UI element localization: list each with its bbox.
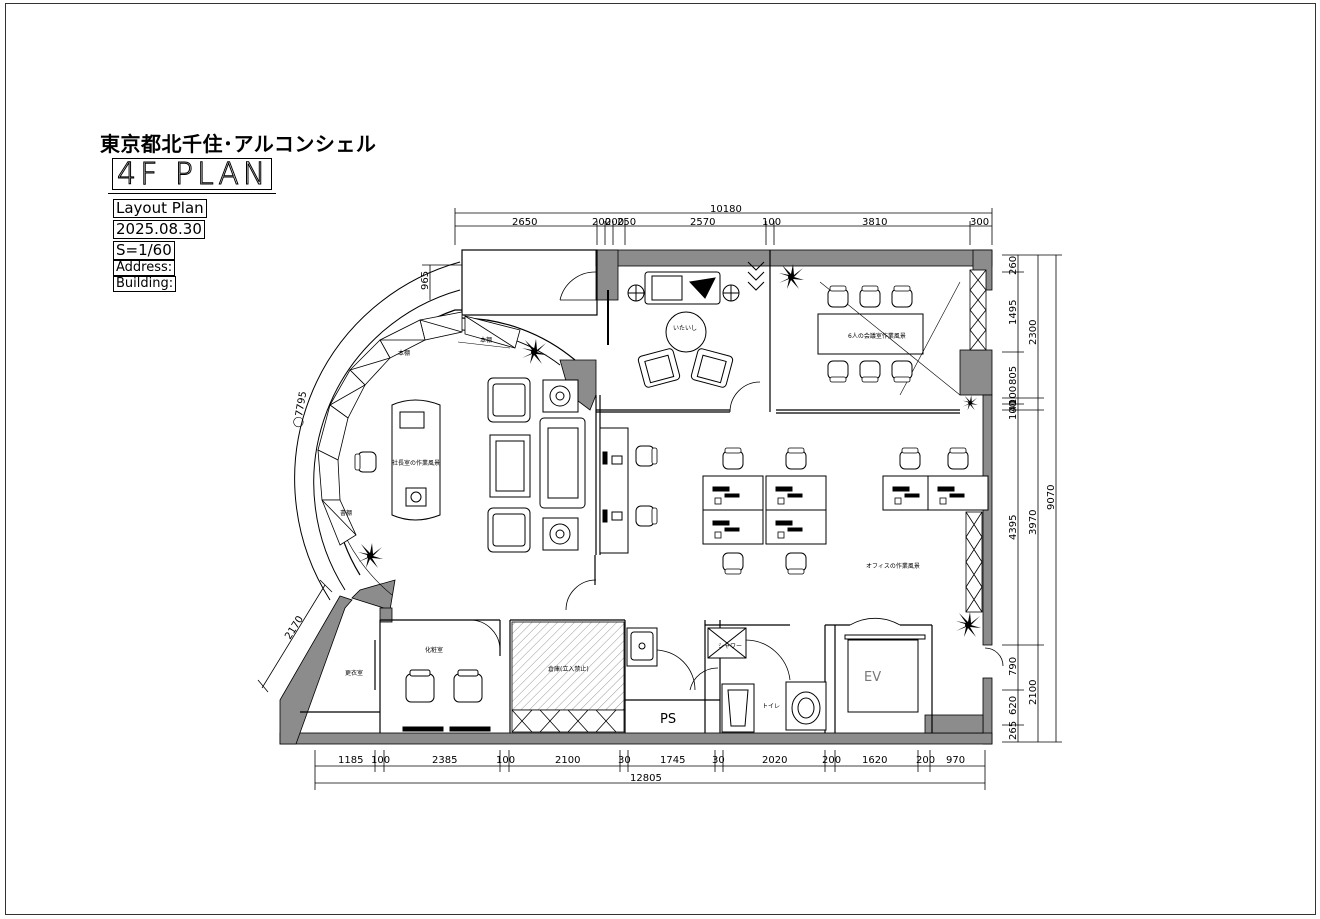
- date-label: 2025.08.30: [113, 220, 205, 239]
- ev-label: EV: [864, 670, 881, 685]
- dim-right-8: 790: [1008, 657, 1019, 676]
- president-room-label: 社長室の作業風景: [392, 459, 440, 467]
- plan-label: 4F PLAN: [116, 157, 270, 193]
- dim-bottom-12: 200: [916, 755, 935, 766]
- layout-plan-label: Layout Plan: [113, 199, 207, 218]
- dim-bottom-11: 1620: [862, 755, 887, 766]
- plan-label-box: 4F PLAN: [112, 157, 272, 193]
- scale-label: S=1/60: [113, 241, 175, 260]
- reception-label: いたいし: [673, 325, 697, 332]
- dim-right-2: 1495: [1008, 300, 1019, 325]
- dim-top-1: 2650: [512, 217, 537, 228]
- entrance-door: [559, 271, 761, 413]
- dimension-texts: 10180 2650 200 200 250 2570 100 3810 300…: [283, 204, 1057, 784]
- shower-label: シャワー: [718, 643, 742, 650]
- dim-left-2170: 2170: [283, 614, 306, 641]
- dim-top-2: 200: [592, 217, 611, 228]
- dim-top-8: 300: [970, 217, 989, 228]
- dim-radius: ◯7795: [292, 391, 309, 429]
- dim-right-10: 265: [1008, 721, 1019, 740]
- cabinet-label: 書棚: [340, 509, 352, 517]
- bookshelf-label-2: 本棚: [480, 336, 492, 344]
- storage-label: 倉庫(立入禁止): [548, 665, 589, 673]
- reception-furniture: [607, 261, 765, 388]
- dim-bottom-6: 30: [618, 755, 631, 766]
- office-cabinet: [965, 511, 983, 613]
- office-label: オフィスの作業風景: [866, 562, 920, 570]
- drawing-title: 東京都北千住･アルコンシェル: [100, 132, 377, 156]
- dim-top-total: 10180: [710, 204, 742, 215]
- makeup-room-label: 化粧室: [425, 646, 443, 654]
- dim-bottom-8: 30: [712, 755, 725, 766]
- dim-right-mid-3: 2100: [1028, 680, 1039, 705]
- dim-bottom-5: 2100: [555, 755, 580, 766]
- walls: [279, 249, 993, 745]
- dim-right-9: 620: [1008, 696, 1019, 715]
- dim-top-3: 200: [605, 217, 624, 228]
- dim-bottom-1: 1185: [338, 755, 363, 766]
- toilet: [785, 681, 827, 731]
- bookshelf-label-1: 本棚: [398, 349, 410, 357]
- dim-right-1: 260: [1008, 256, 1019, 275]
- elevator: [844, 634, 926, 713]
- dim-right-7: 4395: [1008, 515, 1019, 540]
- president-desk: [354, 399, 441, 521]
- dim-left-965: 965: [420, 271, 431, 290]
- dim-top-7: 3810: [862, 217, 887, 228]
- dim-right-5: 40: [1008, 399, 1019, 412]
- door-swings: [469, 579, 1004, 691]
- dimension-lines: [257, 208, 1062, 790]
- dim-right-mid-1: 2300: [1028, 320, 1039, 345]
- shower: [707, 627, 747, 659]
- bookshelf-dim: [457, 341, 511, 349]
- meeting-cabinet: [969, 269, 987, 351]
- storage-room: [511, 621, 625, 711]
- sink: [626, 627, 658, 667]
- office-desks: [599, 427, 989, 575]
- dim-bottom-9: 2020: [762, 755, 787, 766]
- dim-right-mid-2: 3970: [1028, 510, 1039, 535]
- makeup-room-chairs: [402, 669, 491, 732]
- dim-bottom-3: 2385: [432, 755, 457, 766]
- dim-bottom-4: 100: [496, 755, 515, 766]
- dim-bottom-13: 970: [946, 755, 965, 766]
- dim-right-6: 100: [1008, 401, 1019, 420]
- meeting-room-label: 6人の会議室作業風景: [848, 332, 906, 340]
- dim-top-5: 2570: [690, 217, 715, 228]
- wc-label: トイレ: [762, 703, 780, 710]
- arc-bookshelves: [317, 311, 521, 546]
- dim-right-total: 9070: [1046, 485, 1057, 510]
- washbasin: [721, 683, 755, 733]
- dim-top-4: 250: [617, 217, 636, 228]
- building-label: Building:: [113, 276, 177, 292]
- drawing-sheet: [5, 3, 1316, 915]
- lounge-sofas: [487, 377, 586, 553]
- changing-room-label: 更衣室: [345, 669, 363, 677]
- ps-label: PS: [660, 712, 676, 727]
- title-underline: [108, 193, 276, 194]
- dim-right-4: 100: [1008, 386, 1019, 405]
- address-label: Address:: [113, 260, 176, 276]
- interior-walls: [300, 249, 960, 733]
- dim-bottom-total: 12805: [630, 773, 662, 784]
- dim-bottom-10: 200: [822, 755, 841, 766]
- dim-bottom-7: 1745: [660, 755, 685, 766]
- dim-right-3: 805: [1008, 366, 1019, 385]
- meeting-room: [817, 281, 961, 396]
- dim-top-6: 100: [762, 217, 781, 228]
- dim-bottom-2: 100: [371, 755, 390, 766]
- storage-shelves: [511, 709, 625, 733]
